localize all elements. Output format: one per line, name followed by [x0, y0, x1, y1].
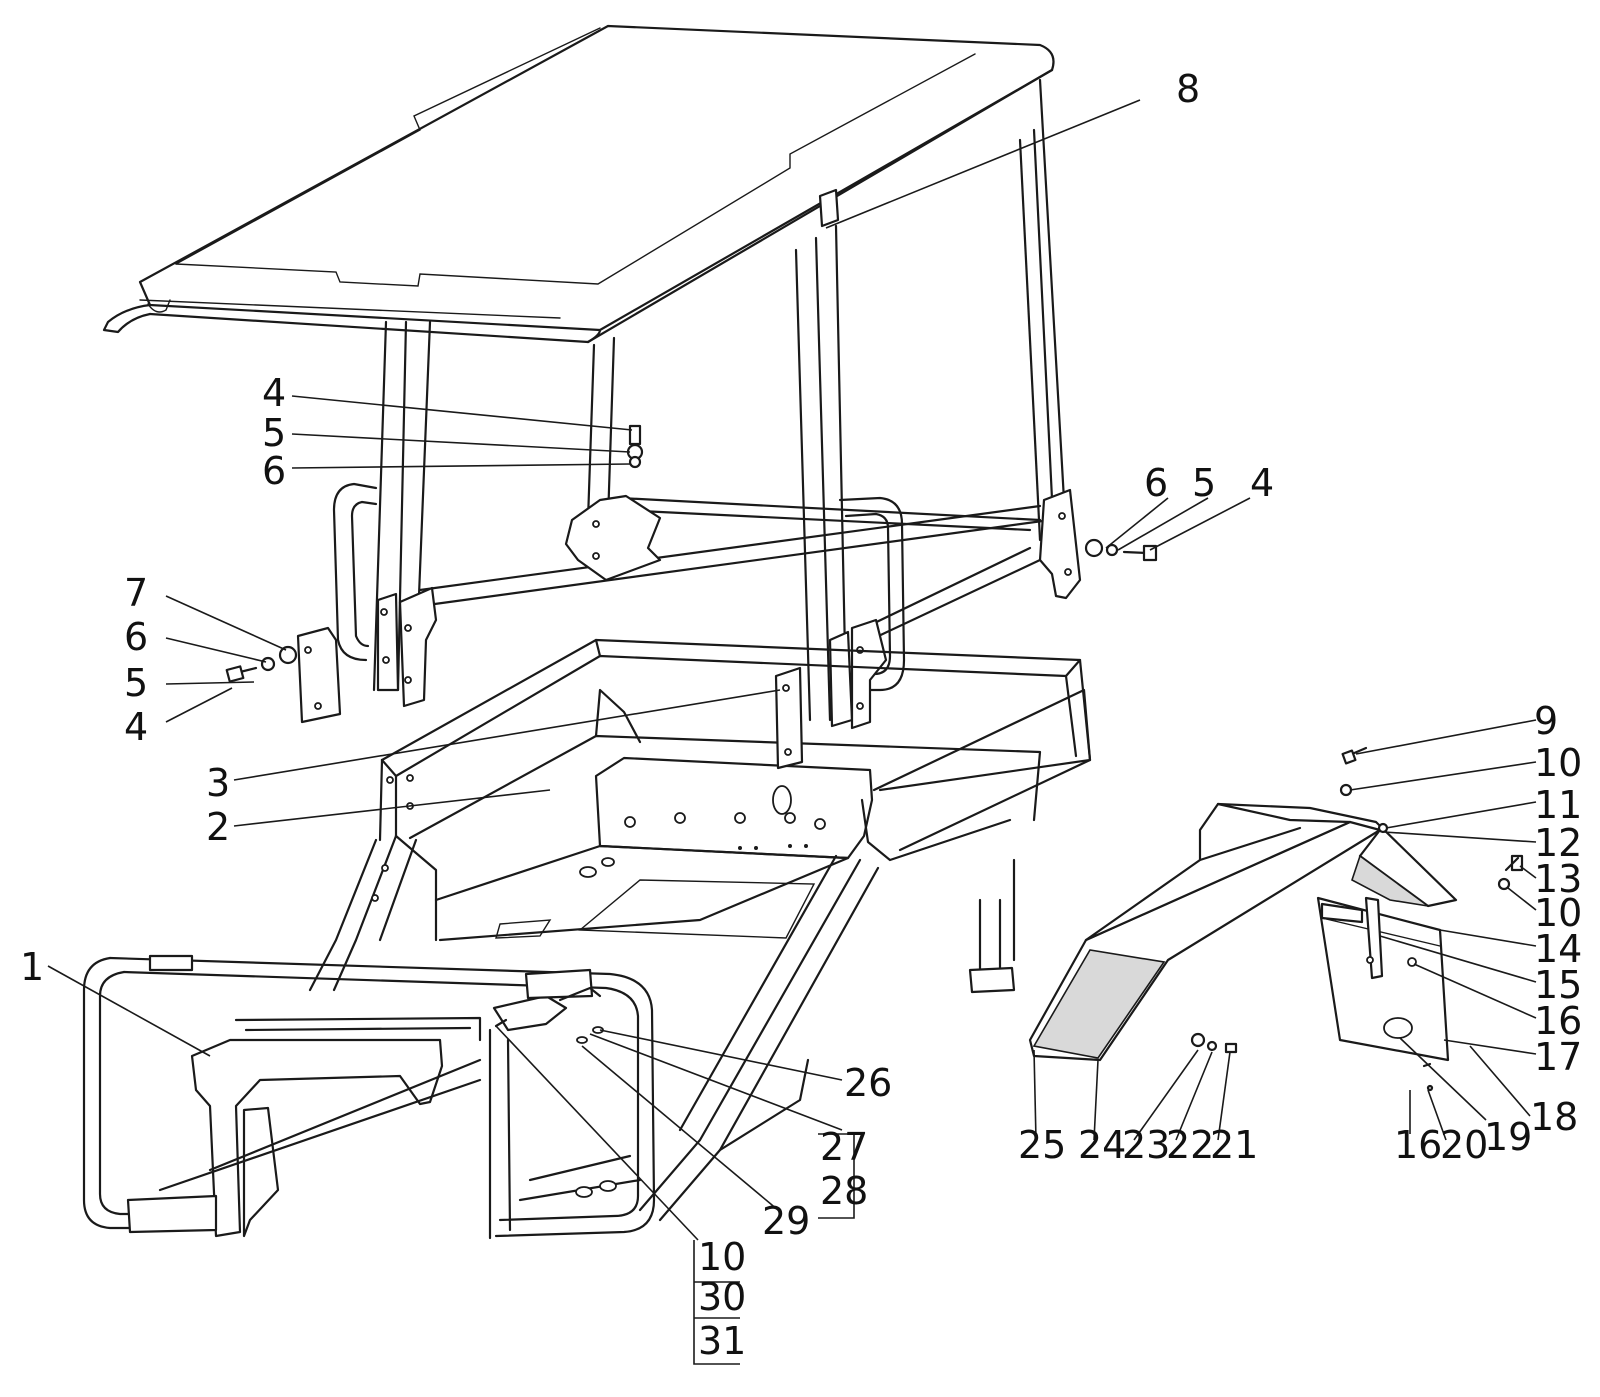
callout-16-b: 16	[1394, 1123, 1442, 1167]
callout-12: 12	[1534, 821, 1582, 865]
callout-21: 21	[1210, 1123, 1258, 1167]
callout-9: 9	[1534, 699, 1558, 743]
callout-7: 7	[124, 571, 148, 615]
bracket-7-assembly	[225, 626, 342, 724]
callout-16-a: 16	[1534, 999, 1582, 1043]
callout-18: 18	[1530, 1095, 1578, 1139]
callout-27: 27	[820, 1125, 868, 1169]
leader-lines	[47, 99, 1537, 1365]
callout-10-a: 10	[1534, 741, 1582, 785]
callout-10-b: 10	[1534, 891, 1582, 935]
callout-19: 19	[1484, 1115, 1532, 1159]
callout-4-right: 4	[1250, 461, 1274, 505]
callout-31: 31	[698, 1319, 746, 1363]
callout-15: 15	[1534, 963, 1582, 1007]
callout-2: 2	[206, 805, 230, 849]
cab-posts	[372, 78, 1066, 722]
callout-4-top: 4	[262, 371, 286, 415]
cab-mount-brackets	[376, 488, 1082, 730]
callout-6-left: 6	[124, 615, 148, 659]
callout-5-right: 5	[1192, 461, 1216, 505]
callout-26: 26	[844, 1061, 892, 1105]
callout-22: 22	[1166, 1123, 1214, 1167]
callout-13: 13	[1534, 857, 1582, 901]
front-guard-frame	[82, 954, 656, 1240]
callout-1: 1	[20, 945, 44, 989]
callout-14: 14	[1534, 927, 1582, 971]
callout-5-left: 5	[124, 661, 148, 705]
callout-29: 29	[762, 1199, 810, 1243]
callout-17: 17	[1534, 1035, 1582, 1079]
callout-28: 28	[820, 1169, 868, 1213]
callout-4-left: 4	[124, 705, 148, 749]
callout-3: 3	[206, 761, 230, 805]
callout-6-right: 6	[1144, 461, 1168, 505]
callout-10-c: 10	[698, 1235, 746, 1279]
callout-11: 11	[1534, 783, 1582, 827]
cab-base-frame	[308, 638, 1092, 1222]
cab-roof	[102, 24, 1055, 344]
callout-labels: 1 2 3 4 5 6 7 6 5 4 6 5 4 8 9 10 11 12 1…	[20, 67, 1582, 1363]
callout-20: 20	[1440, 1123, 1488, 1167]
callout-25: 25	[1018, 1123, 1066, 1167]
grab-handles	[332, 482, 906, 692]
callout-5-top: 5	[262, 411, 286, 455]
callout-8: 8	[1176, 67, 1200, 111]
fender-assembly	[1028, 746, 1524, 1092]
callout-24: 24	[1078, 1123, 1126, 1167]
cab-fasteners	[626, 424, 1158, 562]
callout-23: 23	[1122, 1123, 1170, 1167]
callout-30: 30	[698, 1275, 746, 1319]
callout-6-top: 6	[262, 449, 286, 493]
